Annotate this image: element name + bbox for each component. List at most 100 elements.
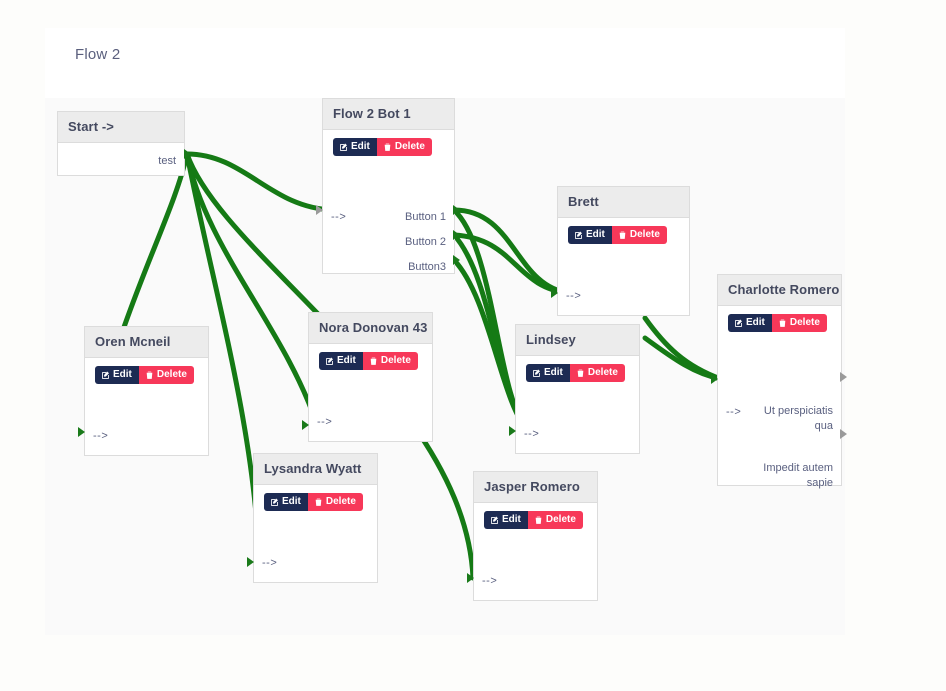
port-arrow-bot-button3 [453, 255, 460, 265]
node-nora-donovan[interactable]: Nora Donovan 43 Edit Delete --> [308, 312, 433, 442]
node-oren-mcneil-actions: Edit Delete [85, 358, 208, 384]
node-oren-mcneil[interactable]: Oren Mcneil Edit Delete --> [84, 326, 209, 456]
port-arrow-oren-in [78, 427, 85, 437]
edit-button-label: Edit [337, 355, 356, 366]
edit-button[interactable]: Edit [95, 366, 139, 384]
node-charlotte-romero-body: Edit Delete --> Ut perspiciatis qua Impe… [718, 306, 841, 489]
edit-button[interactable]: Edit [264, 493, 308, 511]
edit-button[interactable]: Edit [728, 314, 772, 332]
edit-button[interactable]: Edit [526, 364, 570, 382]
node-flow2bot1-body: Edit Delete --> Button 1 Button 2 Button… [323, 130, 454, 273]
trash-icon [369, 357, 378, 366]
node-lysandra-wyatt-title: Lysandra Wyatt [254, 454, 377, 485]
pencil-square-icon [325, 356, 334, 366]
edit-button[interactable]: Edit [333, 138, 377, 156]
delete-button[interactable]: Delete [771, 314, 827, 332]
node-charlotte-romero-output-2[interactable]: Impedit autem sapie [763, 462, 833, 489]
node-brett[interactable]: Brett Edit Delete --> [557, 186, 690, 316]
node-lysandra-wyatt-body: Edit Delete --> [254, 485, 377, 582]
trash-icon [314, 498, 323, 507]
node-lindsey-body: Edit Delete --> [516, 356, 639, 453]
page-title: Flow 2 [75, 46, 121, 63]
port-arrow-bot-button2 [453, 230, 460, 240]
delete-button-label: Delete [156, 369, 187, 380]
edge-lindsey-to-charlotte [642, 335, 724, 382]
edit-button-label: Edit [351, 141, 370, 152]
delete-button[interactable]: Delete [569, 364, 625, 382]
node-oren-mcneil-input[interactable]: --> [93, 430, 109, 442]
delete-button-label: Delete [587, 367, 618, 378]
node-flow2bot1-actions: Edit Delete [323, 130, 454, 156]
pencil-square-icon [339, 142, 348, 152]
pencil-square-icon [490, 515, 499, 525]
node-lysandra-wyatt[interactable]: Lysandra Wyatt Edit Delete --> [253, 453, 378, 583]
node-lindsey-input[interactable]: --> [524, 428, 540, 440]
node-charlotte-romero-title: Charlotte Romero [718, 275, 841, 306]
node-charlotte-romero[interactable]: Charlotte Romero Edit Delete --> Ut pers… [717, 274, 842, 489]
trash-icon [145, 371, 154, 380]
node-flow2bot1[interactable]: Flow 2 Bot 1 Edit Delete --> Button 1 [322, 98, 455, 274]
node-jasper-romero-body: Edit Delete --> [474, 503, 597, 600]
delete-button[interactable]: Delete [376, 138, 432, 156]
trash-icon [618, 231, 627, 240]
node-start-body: test [58, 143, 184, 175]
pencil-square-icon [574, 230, 583, 240]
edit-button[interactable]: Edit [484, 511, 528, 529]
port-arrow-bot-button1 [453, 205, 460, 215]
trash-icon [778, 319, 787, 328]
port-arrow-charlotte-out-1 [840, 372, 847, 382]
port-arrow-charlotte-in [711, 374, 718, 384]
node-oren-mcneil-title: Oren Mcneil [85, 327, 208, 358]
node-start[interactable]: Start -> test [57, 111, 185, 176]
delete-button[interactable]: Delete [527, 511, 583, 529]
node-lysandra-wyatt-input[interactable]: --> [262, 557, 278, 569]
delete-button[interactable]: Delete [307, 493, 363, 511]
node-lindsey[interactable]: Lindsey Edit Delete --> [515, 324, 640, 454]
edit-button[interactable]: Edit [568, 226, 612, 244]
trash-icon [576, 369, 585, 378]
node-flow2bot1-output-button2[interactable]: Button 2 [405, 236, 446, 248]
delete-button-label: Delete [325, 496, 356, 507]
edge-button2-to-brett [451, 232, 572, 296]
edit-button-label: Edit [282, 496, 301, 507]
edit-button[interactable]: Edit [319, 352, 363, 370]
edit-button-label: Edit [746, 317, 765, 328]
port-arrow-bot-in [316, 205, 323, 215]
node-start-output-test[interactable]: test [158, 155, 176, 167]
node-charlotte-romero-output-1[interactable]: Ut perspiciatis qua [763, 405, 833, 432]
pencil-square-icon [734, 318, 743, 328]
pencil-square-icon [270, 497, 279, 507]
node-nora-donovan-title: Nora Donovan 43 [309, 313, 432, 344]
delete-button-label: Delete [380, 355, 411, 366]
pencil-square-icon [532, 368, 541, 378]
node-flow2bot1-output-button3[interactable]: Button3 [408, 261, 446, 273]
delete-button-label: Delete [394, 141, 425, 152]
delete-button-label: Delete [629, 229, 660, 240]
edit-button-label: Edit [544, 367, 563, 378]
node-jasper-romero[interactable]: Jasper Romero Edit Delete --> [473, 471, 598, 601]
flow-header-bar: Flow 2 [45, 28, 845, 98]
node-nora-donovan-actions: Edit Delete [309, 344, 432, 370]
node-flow2bot1-input[interactable]: --> [331, 211, 347, 223]
flow-canvas[interactable]: Start -> test Flow 2 Bot 1 Edit Delete [45, 98, 847, 635]
edge-button1-to-brett [451, 207, 572, 296]
node-jasper-romero-input[interactable]: --> [482, 575, 498, 587]
node-nora-donovan-input[interactable]: --> [317, 416, 333, 428]
node-lysandra-wyatt-actions: Edit Delete [254, 485, 377, 511]
delete-button[interactable]: Delete [611, 226, 667, 244]
node-flow2bot1-title: Flow 2 Bot 1 [323, 99, 454, 130]
node-oren-mcneil-body: Edit Delete --> [85, 358, 208, 455]
delete-button-label: Delete [789, 317, 820, 328]
edit-button-label: Edit [113, 369, 132, 380]
node-charlotte-romero-input[interactable]: --> [726, 406, 742, 418]
trash-icon [534, 516, 543, 525]
node-flow2bot1-output-button1[interactable]: Button 1 [405, 211, 446, 223]
delete-button[interactable]: Delete [138, 366, 194, 384]
node-brett-input[interactable]: --> [566, 290, 582, 302]
trash-icon [383, 143, 392, 152]
delete-button[interactable]: Delete [362, 352, 418, 370]
edit-button-label: Edit [586, 229, 605, 240]
node-lindsey-actions: Edit Delete [516, 356, 639, 382]
port-arrow-lysandra-in [247, 557, 254, 567]
port-arrow-start-test [184, 149, 191, 159]
